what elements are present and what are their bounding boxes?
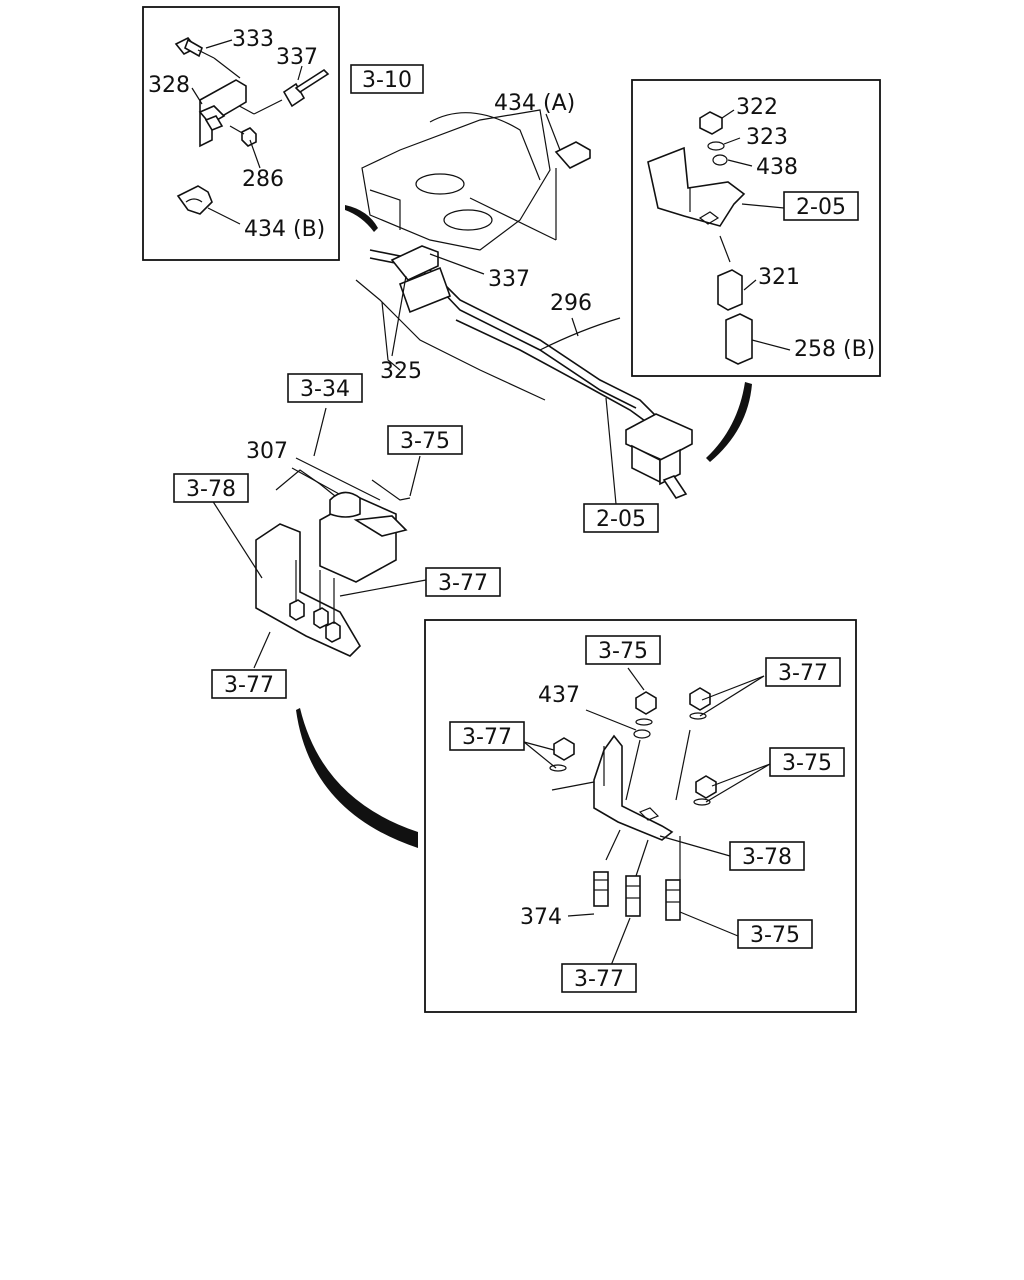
section-ref-3-75-detail-bottom: 3-75 [737, 919, 813, 949]
part-number-337-inset: 337 [276, 45, 318, 70]
part-number-307: 307 [246, 439, 288, 464]
inset-top-right-parts [647, 109, 791, 365]
section-ref-3-78-detail: 3-78 [729, 841, 805, 871]
part-number-438: 438 [756, 155, 798, 180]
section-ref-3-77-detail-bottom: 3-77 [561, 963, 637, 993]
section-ref-3-77-left: 3-77 [211, 669, 287, 699]
part-number-labels: 333 337 328 286 434 (B) 434 (A) 337 325 … [148, 27, 875, 930]
part-number-434a: 434 (A) [494, 91, 575, 116]
part-number-374: 374 [520, 905, 562, 930]
callout-arc-top-left [345, 205, 378, 232]
section-ref-label: 2-05 [796, 195, 846, 220]
callout-arc-top-right [706, 382, 752, 462]
part-number-328: 328 [148, 73, 190, 98]
section-ref-label: 3-78 [186, 477, 236, 502]
part-number-337-main: 337 [488, 267, 530, 292]
callout-arc-bottom [296, 708, 418, 848]
inset-frame-bottom-detail [424, 619, 857, 1013]
section-ref-label: 3-77 [462, 725, 512, 750]
part-number-437: 437 [538, 683, 580, 708]
part-number-322: 322 [736, 95, 778, 120]
inset-frame-top-right [631, 79, 881, 377]
section-ref-label: 3-75 [750, 923, 800, 948]
section-ref-3-75-detail-mid: 3-75 [769, 747, 845, 777]
inset-top-left-parts [174, 36, 330, 225]
section-ref-2-05-inset: 2-05 [783, 191, 859, 221]
part-number-296: 296 [550, 291, 592, 316]
part-number-325: 325 [380, 359, 422, 384]
section-ref-label: 3-10 [362, 68, 412, 93]
section-ref-label: 3-75 [400, 429, 450, 454]
section-ref-2-05-main: 2-05 [583, 503, 659, 533]
section-ref-label: 3-34 [300, 377, 350, 402]
section-ref-3-75-main: 3-75 [387, 425, 463, 455]
section-ref-3-10: 3-10 [350, 64, 424, 94]
section-ref-label: 2-05 [596, 507, 646, 532]
main-assembly-lower [211, 407, 427, 669]
part-number-321: 321 [758, 265, 800, 290]
bottom-detail-parts [523, 667, 771, 969]
section-ref-label: 3-75 [598, 639, 648, 664]
main-assembly-upper [355, 109, 693, 505]
section-ref-3-75-detail-top: 3-75 [585, 635, 661, 665]
section-ref-label: 3-77 [574, 967, 624, 992]
section-ref-label: 3-75 [782, 751, 832, 776]
section-ref-label: 3-77 [224, 673, 274, 698]
section-ref-3-77-detail-top: 3-77 [765, 657, 841, 687]
section-ref-3-34: 3-34 [287, 373, 363, 403]
section-ref-label: 3-78 [742, 845, 792, 870]
part-number-258b: 258 (B) [794, 337, 875, 362]
part-number-323: 323 [746, 125, 788, 150]
section-ref-label: 3-77 [438, 571, 488, 596]
inset-frame-top-left [142, 6, 340, 261]
part-number-434b: 434 (B) [244, 217, 325, 242]
section-ref-label: 3-77 [778, 661, 828, 686]
section-ref-3-78-main: 3-78 [173, 473, 249, 503]
section-ref-3-77-right: 3-77 [425, 567, 501, 597]
part-number-286: 286 [242, 167, 284, 192]
section-ref-3-77-detail-left: 3-77 [449, 721, 525, 751]
part-number-333: 333 [232, 27, 274, 52]
